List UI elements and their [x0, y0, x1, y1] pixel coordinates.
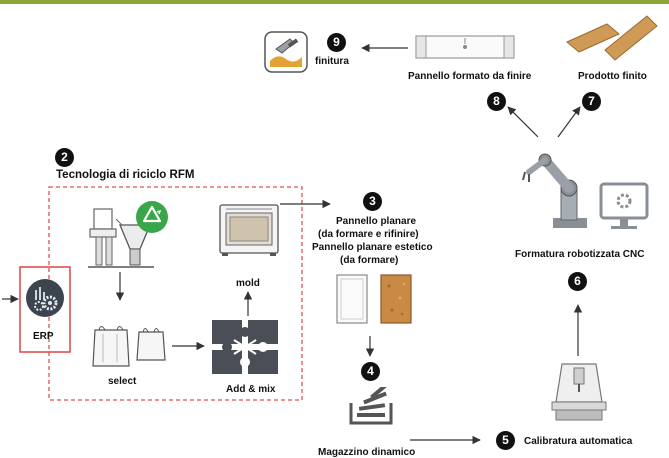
mold-press-icon	[219, 204, 279, 256]
arrow-robot-product	[557, 106, 581, 138]
select-label: select	[108, 376, 137, 387]
step-7-badge: 7	[582, 92, 601, 111]
rfm-dashed-frame	[48, 186, 303, 401]
finishing-tool-icon	[264, 31, 308, 73]
erp-frame	[19, 266, 71, 353]
prodotto-finito-label: Prodotto finito	[578, 71, 647, 82]
step-4-badge: 4	[361, 362, 380, 381]
pannello-estetico-label: Pannello planare estetico	[312, 242, 433, 253]
finitura-label: finitura	[315, 56, 349, 67]
pannello-planare-sub: (da formare e rifinire)	[318, 229, 419, 240]
formed-panel-icon	[415, 35, 515, 59]
shredder-machine-icon	[88, 208, 154, 268]
warehouse-stack-icon	[349, 387, 393, 425]
erp-label: ERP	[33, 331, 54, 342]
pannello-formato-label: Pannello formato da finire	[408, 71, 532, 82]
step-2-badge: 2	[55, 148, 74, 167]
step-6-badge: 6	[568, 272, 587, 291]
finished-panels-icon	[566, 15, 658, 61]
step-9-badge: 9	[327, 33, 346, 52]
cnc-machine-icon	[551, 363, 607, 421]
mold-label: mold	[236, 278, 260, 289]
step-3-badge: 3	[363, 192, 382, 211]
arrow-robot-formed	[507, 106, 539, 138]
white-panel-icon	[336, 274, 368, 324]
big-bag-icon	[92, 326, 166, 367]
calibratura-label: Calibratura automatica	[524, 436, 633, 447]
pannello-planare-label: Pannello planare	[336, 216, 417, 227]
wood-panel-icon	[380, 274, 412, 324]
top-accent-bar	[0, 0, 669, 4]
puzzle-mix-icon	[212, 320, 278, 374]
pannello-estetico-sub: (da formare)	[340, 255, 399, 266]
rfm-title: Tecnologia di riciclo RFM	[56, 169, 195, 181]
recycle-icon	[136, 201, 168, 233]
formatura-label: Formatura robotizzata CNC	[515, 249, 645, 260]
erp-gears-icon	[26, 279, 64, 317]
step-8-badge: 8	[487, 92, 506, 111]
robot-arm-icon	[522, 153, 649, 229]
magazzino-label: Magazzino dinamico	[318, 447, 416, 458]
step-5-badge: 5	[496, 431, 515, 450]
add-mix-label: Add & mix	[226, 384, 276, 395]
